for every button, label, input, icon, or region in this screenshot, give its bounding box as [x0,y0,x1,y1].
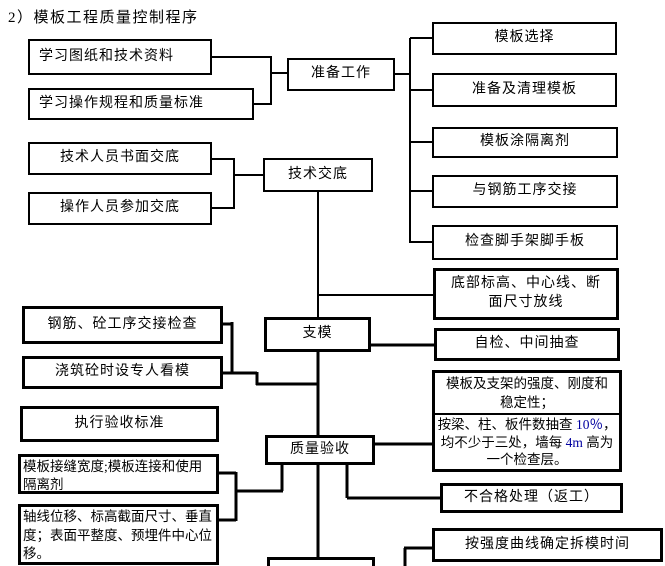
page-title: 2）模板工程质量控制程序 [8,10,199,26]
node-text: 浇筑砼时设专人看模 [55,364,190,380]
node-text: 执行验收标准 [74,415,165,431]
node-text: 按强度曲线确定拆模时间 [465,536,630,552]
node-strength-curve-strip-time: 按强度曲线确定拆模时间 [432,528,663,562]
node-study-materials: 学习图纸和技术资料 [28,39,212,75]
strength-section: 模板及支架的强度、刚度和 稳定性； [435,373,619,413]
node-axis-displacement-tolerances: 轴线位移、标高截面尺寸、垂直 度；表面平整度、预埋件中心位 移。 [18,504,219,565]
text-line: 按梁、柱、板件数抽查 10％， [437,417,617,432]
node-study-rules: 学习操作规程和质量标准 [28,88,254,120]
node-text: 自检、中间抽查 [474,336,580,352]
node-technical-briefing: 技术交底 [263,158,373,192]
node-text: 准备及清理模板 [472,81,577,97]
node-self-check-intermediate-spot-check: 自检、中间抽查 [434,328,620,361]
node-text: 检查脚手架脚手板 [465,234,585,250]
node-preparation-work: 准备工作 [287,58,395,91]
node-check-scaffolding-boards: 检查脚手架脚手板 [432,225,618,260]
node-elevation-centerline-setout: 底部标高、中心线、断 面尺寸放线 [433,268,619,320]
node-text: 技术交底 [288,166,348,182]
highlight-number: 4m [565,434,583,450]
highlight-number: 10％ [575,417,603,432]
text-line: 度；表面平整度、预埋件中心位 [23,527,212,543]
node-seam-width-release-agent: 模板接缝宽度;模板连接和使用 隔离剂 [18,454,219,494]
node-rebar-process-handover: 与钢筋工序交接 [432,175,618,208]
node-text: 模板涂隔离剂 [480,134,570,150]
text-line: 移。 [23,546,50,561]
node-text: 钢筋、砼工序交接检查 [47,316,198,332]
node-bottom-cutoff [267,557,375,566]
text-line: 模板接缝宽度;模板连接和使用 [23,459,203,474]
node-text: 技术人员书面交底 [60,150,180,166]
node-text: 操作人员参加交底 [60,200,180,216]
text-line: 底部标高、中心线、断 [451,276,601,292]
node-text: 准备工作 [311,66,371,82]
node-rebar-concrete-handover-check: 钢筋、砼工序交接检查 [22,306,223,344]
text-line: 一个检查层。 [486,452,568,467]
node-text: 学习操作规程和质量标准 [39,95,204,111]
text-line: 隔离剂 [23,477,64,492]
node-text: 质量验收 [290,441,350,457]
node-text: 与钢筋工序交接 [472,183,578,199]
node-watch-formwork-during-pour: 浇筑砼时设专人看模 [22,356,223,389]
node-operators-attend-briefing: 操作人员参加交底 [28,192,212,225]
text-line: 均不少于三处，墙每 4m 高为 [440,434,614,450]
node-formwork-erection: 支模 [264,317,371,352]
sampling-section: 按梁、柱、板件数抽查 10％， 均不少于三处，墙每 4m 高为 一个检查层。 [435,413,619,470]
node-text: 不合格处理（返工） [464,489,599,505]
text-line: 稳定性； [500,395,554,410]
node-apply-release-agent: 模板涂隔离剂 [432,127,618,158]
node-prepare-clean-formwork: 准备及清理模板 [432,73,617,107]
node-nonconforming-rework: 不合格处理（返工） [440,483,623,513]
node-text: 模板选择 [494,30,555,46]
node-text: 支模 [302,326,333,342]
node-text: 学习图纸和技术资料 [39,48,174,64]
node-formwork-selection: 模板选择 [432,22,617,55]
node-quality-acceptance: 质量验收 [265,435,375,465]
node-strength-rigidity-stability-sampling: 模板及支架的强度、刚度和 稳定性； 按梁、柱、板件数抽查 10％， 均不少于三处… [432,370,622,472]
node-acceptance-standard: 执行验收标准 [20,406,219,442]
text-line: 轴线位移、标高截面尺寸、垂直 [23,509,212,524]
node-tech-written-briefing: 技术人员书面交底 [28,142,212,175]
text-line: 面尺寸放线 [488,295,564,310]
text-line: 模板及支架的强度、刚度和 [446,376,608,391]
